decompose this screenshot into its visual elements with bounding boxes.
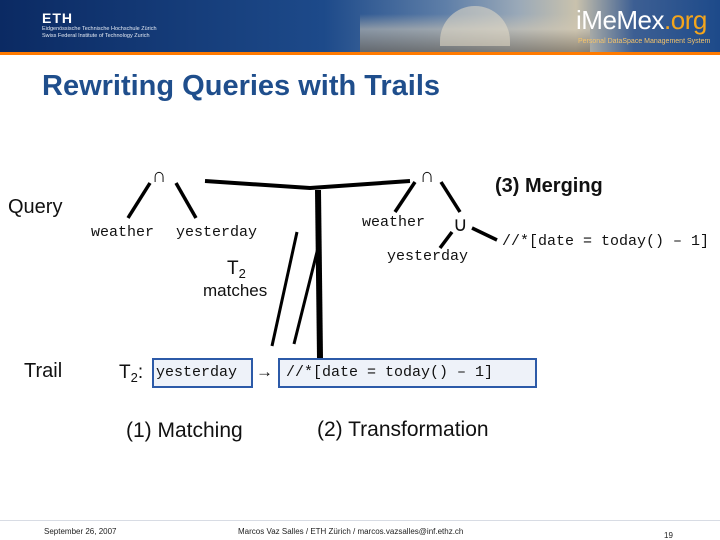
header-accent-bar bbox=[0, 52, 720, 55]
matches-t: T bbox=[227, 258, 239, 279]
imemex-prefix: i bbox=[576, 5, 582, 35]
imemex-tagline: Personal DataSpace Management System bbox=[578, 38, 711, 45]
imemex-logo: iMeMex.org bbox=[576, 6, 707, 34]
trail-t2-label: T2: bbox=[119, 362, 143, 385]
trail-rhs-date-path: //*[date = today() – 1] bbox=[286, 364, 494, 381]
left-leaf-weather: weather bbox=[91, 224, 155, 241]
matches-word: matches bbox=[203, 281, 268, 300]
imemex-name: MeMex bbox=[581, 5, 665, 35]
right-tree-edge-right bbox=[439, 181, 462, 213]
left-intersection-op: ∩ bbox=[152, 165, 167, 187]
eth-logo: ETH bbox=[42, 10, 73, 26]
matches-sub: 2 bbox=[238, 266, 246, 281]
trail-sub: 2 bbox=[130, 370, 138, 385]
union-leaf-yesterday: yesterday bbox=[387, 248, 469, 265]
slide-title: Rewriting Queries with Trails bbox=[42, 70, 441, 102]
trail-t: T bbox=[119, 362, 131, 383]
arrow-stem bbox=[315, 189, 323, 359]
left-leaf-yesterday: yesterday bbox=[176, 224, 258, 241]
right-intersection-op: ∩ bbox=[420, 165, 435, 187]
matching-step-label: (1) Matching bbox=[126, 419, 243, 442]
left-tree-edge-left bbox=[126, 182, 152, 219]
union-op: ∪ bbox=[453, 214, 468, 236]
arrow-top-bar bbox=[204, 179, 411, 191]
footer-author: Marcos Vaz Salles / ETH Zürich / marcos.… bbox=[238, 527, 464, 536]
left-tree-edge-right bbox=[174, 182, 198, 219]
trail-rhs-box bbox=[278, 358, 537, 388]
trail-lhs-box bbox=[152, 358, 253, 388]
union-edge-right bbox=[471, 226, 498, 242]
right-tree-edge-left bbox=[393, 181, 417, 213]
matches-arrow-line bbox=[270, 231, 299, 347]
union-leaf-date-path: //*[date = today() – 1] bbox=[502, 233, 710, 250]
trail-arrow: → bbox=[256, 362, 273, 381]
merging-label: (3) Merging bbox=[495, 175, 603, 197]
imemex-dot: . bbox=[664, 5, 671, 35]
trail-lhs-yesterday: yesterday bbox=[156, 364, 238, 381]
right-leaf-weather: weather bbox=[362, 214, 426, 231]
footer-date: September 26, 2007 bbox=[44, 527, 117, 536]
page-number: 19 bbox=[664, 531, 673, 540]
matches-t2-label: T2 bbox=[227, 258, 246, 281]
trail-label: Trail bbox=[24, 360, 63, 382]
union-edge-left bbox=[438, 230, 454, 250]
eth-subtitle: Eidgenössische Technische Hochschule Zür… bbox=[42, 26, 157, 39]
header-banner: ETH Eidgenössische Technische Hochschule… bbox=[0, 0, 720, 52]
transformation-arrow-line bbox=[292, 239, 322, 345]
query-label: Query bbox=[8, 196, 63, 218]
footer-divider bbox=[0, 520, 720, 521]
trail-colon: : bbox=[137, 362, 144, 383]
imemex-tld: org bbox=[670, 5, 708, 35]
transformation-step-label: (2) Transformation bbox=[317, 418, 489, 441]
